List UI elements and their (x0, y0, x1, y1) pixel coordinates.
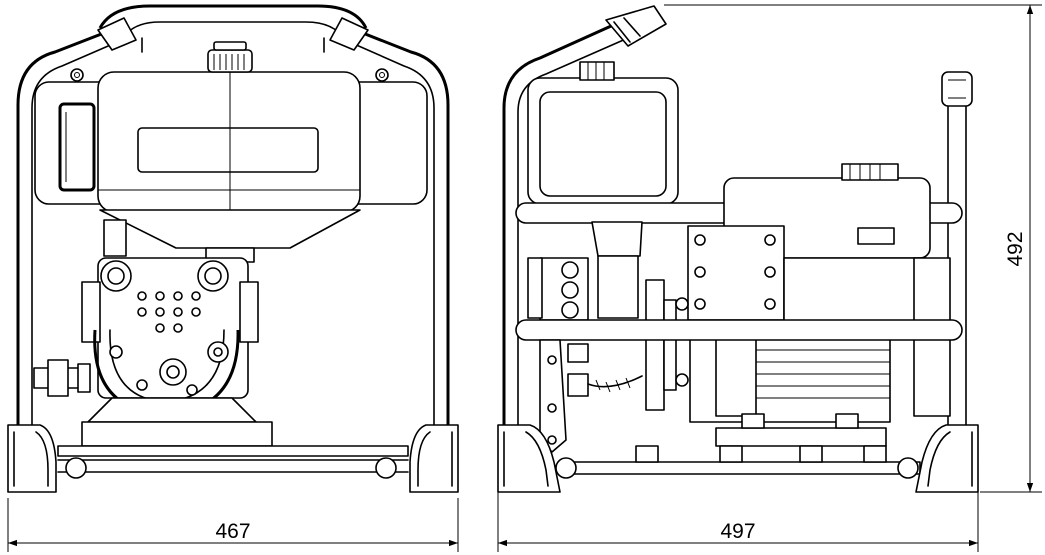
front-base (57, 397, 409, 479)
side-motor (689, 257, 951, 423)
front-view (7, 4, 459, 493)
front-feet (7, 424, 459, 493)
side-base (555, 413, 921, 479)
side-mounting-plate (687, 225, 785, 321)
front-width-label: 467 (215, 520, 250, 543)
height-label: 492 (1004, 231, 1027, 266)
side-lower-rail (515, 319, 963, 341)
side-view (497, 5, 979, 493)
front-engine-bolts (137, 291, 201, 333)
dimension-lines (7, 4, 1042, 552)
front-engine (81, 257, 259, 417)
front-fuel-tank (34, 41, 428, 213)
front-side-valve (33, 359, 91, 397)
side-length-label: 497 (720, 520, 755, 543)
front-roll-frame (16, 4, 450, 426)
front-hopper (99, 209, 361, 263)
side-frame-hoop (502, 5, 667, 426)
side-pump (527, 221, 689, 411)
side-feet (497, 424, 979, 493)
side-fuel-tank (527, 61, 679, 205)
side-hose-bracket (539, 339, 643, 453)
